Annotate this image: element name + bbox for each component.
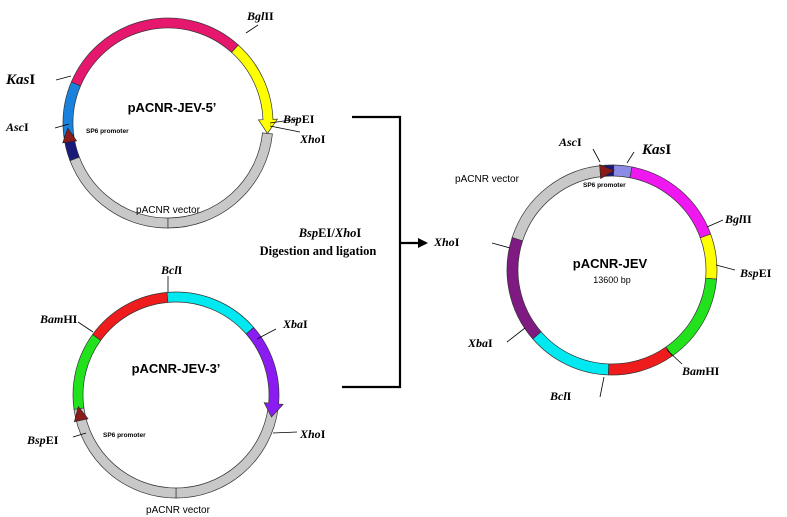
magenta-segment [629,166,712,239]
plasmid-full-site-xhoi: XhoI [433,235,460,249]
kasi-tick [626,151,635,164]
plasmid-full-ring [506,164,718,376]
green-segment [665,277,717,357]
plasmid-full-site-kasi: KasI [641,142,671,158]
kasi-tick [55,75,72,81]
asci-tick [54,123,70,129]
xbai-tick [506,327,526,343]
blue-segment [62,81,82,137]
vector-segment [511,164,606,242]
plasmid-3prime-site-bcli: BclI [160,263,183,277]
xhoi-tick [269,125,301,133]
bspei-tick [72,432,87,438]
bglii-tick [706,219,724,228]
bglii-tick [245,24,259,34]
vector-segment-2 [167,132,273,229]
plasmid-full-vector-label: pACNR vector [455,174,520,185]
xhoi-tick [272,431,298,434]
plasmid-3prime-site-xbai: XbaI [282,317,308,331]
step-enzymes-label: BspEI/XhoI [298,226,362,240]
xhoi-tick [491,242,511,249]
plasmid-full: pACNR-JEV 13600 bp SP6 promoter pACNR ve… [433,135,772,403]
green-segment [72,333,102,410]
plasmid-3prime-site-xhoi: XhoI [299,427,326,441]
asci-tick [592,148,601,163]
cyan-segment [532,331,610,376]
plasmid-full-promoter-label: SP6 promoter [583,182,626,189]
plasmid-full-site-asci: AscI [558,135,582,149]
sp6-promoter-icon [73,405,89,423]
plasmid-5prime-site-asci: AscI [5,120,29,134]
plasmid-full-site-bglii: BglII [724,212,752,226]
plasmid-5prime-site-xhoi: XhoI [299,132,326,146]
bamhi-tick [77,321,94,333]
sp6-promoter-icon [62,127,78,144]
xbai-tick [256,328,277,340]
yellow-segment [231,44,279,135]
purple-segment [506,237,542,340]
plasmid-full-site-bamhi: BamHI [681,364,720,378]
plasmid-full-site-bspei: BspEI [739,266,772,280]
plasmid-3prime-vector-label: pACNR vector [146,505,211,516]
red-segment [607,346,673,376]
plasmid-full-name: pACNR-JEV [573,256,648,271]
bspei-tick [269,118,299,124]
yellow-segment [699,233,718,280]
plasmid-5prime: pACNR-JEV-5’ SP6 promoter pACNR vector B… [5,9,326,229]
violet-segment [245,326,284,418]
vector-segment [69,156,169,229]
plasmid-full-site-xbai: XbaI [467,336,493,350]
cyan-segment [166,291,255,335]
bcli-tick [599,376,605,398]
plasmid-3prime-promoter-label: SP6 promoter [103,432,146,439]
periwinkle-segment [613,164,633,179]
plasmid-full-site-bcli: BclI [549,389,572,403]
sp6-promoter-icon [599,164,615,180]
plasmid-5prime-promoter-label: SP6 promoter [86,128,129,135]
bspei-tick [715,264,736,271]
plasmid-5prime-site-bglii: BglII [246,9,274,23]
plasmid-5prime-ring [62,17,279,229]
plasmid-5prime-site-bspei: BspEI [282,112,315,126]
plasmid-full-size: 13600 bp [593,275,631,285]
plasmid-3prime: pACNR-JEV-3’ SP6 promoter pACNR vector B… [26,263,326,516]
plasmid-3prime-ring [72,291,284,499]
plasmid-3prime-name: pACNR-JEV-3’ [132,361,221,376]
plasmid-5prime-vector-label: pACNR vector [136,205,201,216]
plasmid-3prime-site-bamhi: BamHI [39,312,78,326]
pink-segment [70,17,239,87]
red-segment [92,292,169,341]
vector-segment [175,407,279,499]
ligation-bracket [342,115,428,389]
vector-segment-2 [73,407,177,499]
plasmid-5prime-site-kasi: KasI [5,72,35,88]
bamhi-tick [666,349,683,365]
plasmid-5prime-name: pACNR-JEV-5’ [128,100,217,115]
plasmid-3prime-site-bspei: BspEI [26,433,59,447]
step-description: Digestion and ligation [260,244,377,258]
